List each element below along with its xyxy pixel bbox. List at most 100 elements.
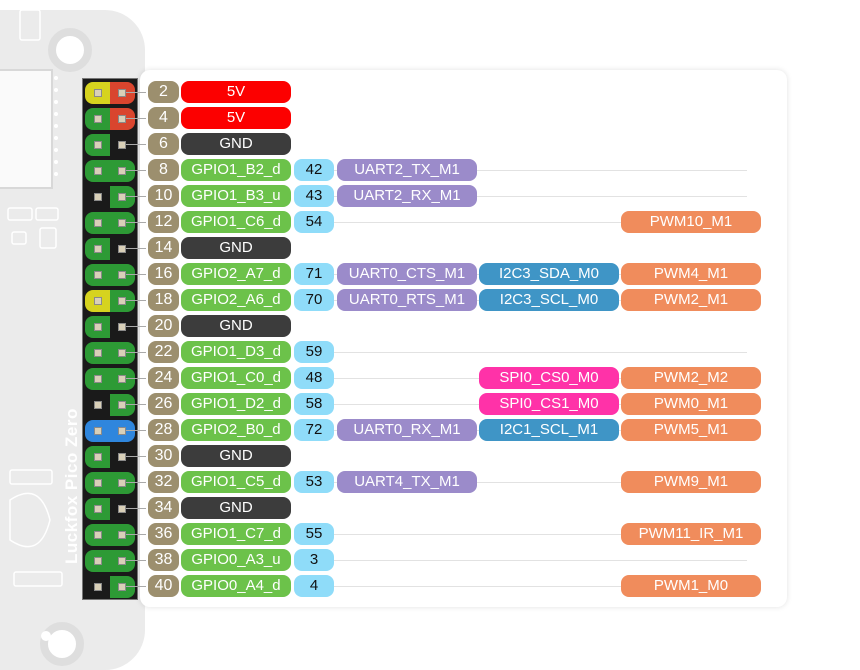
pin-name: GPIO1_B2_d <box>181 159 291 181</box>
pwm-function: PWM0_M1 <box>621 393 761 415</box>
guide-line <box>334 586 747 587</box>
pin-number: 14 <box>148 237 179 259</box>
uart-function: UART4_TX_M1 <box>337 471 477 493</box>
spi-function: SPI0_CS1_M0 <box>479 393 619 415</box>
header-pin-odd <box>85 108 110 130</box>
uart-function: UART2_RX_M1 <box>337 185 477 207</box>
header-pin-pair <box>85 419 135 443</box>
pin-pad <box>94 89 102 97</box>
pwm-function: PWM2_M2 <box>621 367 761 389</box>
pin-pad <box>118 531 126 539</box>
pin-number: 20 <box>148 315 179 337</box>
guide-line <box>334 170 747 171</box>
gpio-number: 70 <box>294 289 334 311</box>
pin-pad <box>118 427 126 435</box>
header-pin-even <box>110 134 135 156</box>
header-pin-odd <box>85 576 110 598</box>
header-pin-odd <box>85 498 110 520</box>
lead-line <box>126 92 146 93</box>
board-silkscreen <box>0 9 63 641</box>
gpio-number: 59 <box>294 341 334 363</box>
header-pin-odd <box>85 420 110 442</box>
pin-pad <box>94 271 102 279</box>
pin-number: 38 <box>148 549 179 571</box>
pin-name: GND <box>181 237 291 259</box>
guide-line <box>334 352 747 353</box>
uart-function: UART2_TX_M1 <box>337 159 477 181</box>
pin-name: 5V <box>181 81 291 103</box>
lead-line <box>126 586 146 587</box>
header-pin-even <box>110 420 135 442</box>
pin-number: 28 <box>148 419 179 441</box>
header-pin-pair <box>85 107 135 131</box>
pin-number: 26 <box>148 393 179 415</box>
pin-name: GPIO2_A7_d <box>181 263 291 285</box>
pin-pad <box>118 505 126 513</box>
board-name: Luckfox Pico Zero <box>62 408 81 564</box>
header-pin-even <box>110 290 135 312</box>
gpio-number: 55 <box>294 523 334 545</box>
header-pin-odd <box>85 212 110 234</box>
pin-number: 2 <box>148 81 179 103</box>
pwm-function: PWM1_M0 <box>621 575 761 597</box>
lead-line <box>126 170 146 171</box>
pin-pad <box>94 557 102 565</box>
header-pin-odd <box>85 394 110 416</box>
header-pin-pair <box>85 367 135 391</box>
lead-line <box>126 404 146 405</box>
pwm-function: PWM9_M1 <box>621 471 761 493</box>
header-pin-even <box>110 82 135 104</box>
header-pin-odd <box>85 368 110 390</box>
header-pin-even <box>110 108 135 130</box>
pin-pad <box>118 167 126 175</box>
i2c-function: I2C3_SDA_M0 <box>479 263 619 285</box>
mount-hole-bottom <box>40 622 84 666</box>
pin-pad <box>94 115 102 123</box>
pin-number: 40 <box>148 575 179 597</box>
header-pin-even <box>110 498 135 520</box>
pin-pad <box>118 375 126 383</box>
pin-name: GND <box>181 133 291 155</box>
header-pin-even <box>110 342 135 364</box>
pin-pad <box>94 193 102 201</box>
pin-pad <box>94 323 102 331</box>
pin-name: GPIO1_D2_d <box>181 393 291 415</box>
lead-line <box>126 222 146 223</box>
lead-line <box>126 274 146 275</box>
header-pin-odd <box>85 290 110 312</box>
lead-line <box>126 378 146 379</box>
header-pin-pair <box>85 549 135 573</box>
module-chip <box>0 69 53 189</box>
pin-number: 8 <box>148 159 179 181</box>
pin-pad <box>94 219 102 227</box>
pin-pad <box>94 427 102 435</box>
pin-number: 30 <box>148 445 179 467</box>
header-pin-even <box>110 186 135 208</box>
header-pin-pair <box>85 575 135 599</box>
pin-pad <box>118 219 126 227</box>
pin-pad <box>118 89 126 97</box>
header-pin-even <box>110 576 135 598</box>
header-pin-even <box>110 472 135 494</box>
header-pin-even <box>110 160 135 182</box>
pin-number: 16 <box>148 263 179 285</box>
gpio-number: 48 <box>294 367 334 389</box>
header-pin-pair <box>85 523 135 547</box>
pin-pad <box>118 141 126 149</box>
lead-line <box>126 352 146 353</box>
pwm-function: PWM10_M1 <box>621 211 761 233</box>
lead-line <box>126 144 146 145</box>
header-pin-pair <box>85 445 135 469</box>
